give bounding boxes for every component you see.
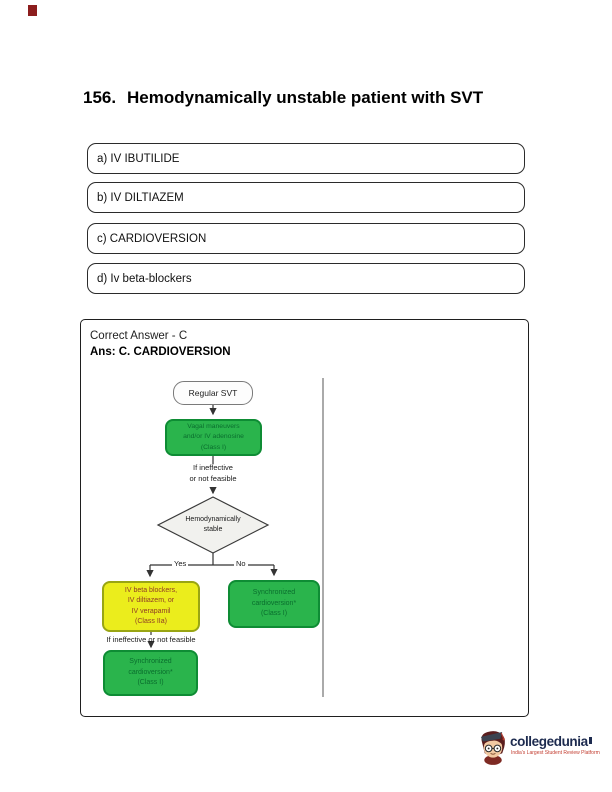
option-d[interactable]: d) Iv beta-blockers — [87, 263, 525, 294]
question-heading: 156. Hemodynamically unstable patient wi… — [83, 86, 507, 109]
node-regular-svt-label: Regular SVT — [188, 388, 238, 398]
node-iv-beta-blockers: IV beta blockers, IV diltiazem, or IV ve… — [102, 581, 200, 632]
node-sync-right-line3: (Class I) — [260, 610, 288, 618]
node-vagal-line3: (Class I) — [200, 443, 227, 451]
label-decision-line1: Hemodynamically — [185, 516, 241, 523]
brand-tagline: India's Largest Student Review Platform — [511, 750, 600, 756]
brand-name: collegedunia — [510, 734, 588, 749]
brand-mark — [589, 737, 592, 744]
node-sync-cardioversion-right: Synchronized cardioversion* (Class I) — [228, 580, 320, 628]
node-sync-cardioversion-left: Synchronized cardioversion* (Class I) — [103, 650, 198, 696]
answer-text: Ans: C. CARDIOVERSION — [90, 346, 231, 358]
label-decision-line2: stable — [203, 526, 223, 534]
question-number: 156. — [83, 88, 117, 107]
label-if-ineffective-1-line1: If ineffective — [193, 463, 233, 472]
corner-mark — [28, 5, 37, 16]
label-no: No — [234, 558, 248, 569]
brand-logo[interactable]: collegedunia India's Largest Student Rev… — [478, 727, 604, 769]
node-yellow-line3: IV verapamil — [131, 607, 171, 615]
label-hemodynamically-stable: Hemodynamically stable — [158, 515, 268, 535]
correct-answer-text: Correct Answer - C — [90, 330, 188, 342]
node-regular-svt: Regular SVT — [173, 381, 253, 405]
label-if-ineffective-2: If ineffective or not feasible — [106, 635, 196, 644]
node-sync-left-line3: (Class I) — [137, 679, 164, 687]
option-c[interactable]: c) CARDIOVERSION — [87, 223, 525, 254]
option-d-label: d) Iv beta-blockers — [97, 272, 192, 285]
mascot-icon — [480, 731, 505, 765]
node-vagal-maneuvers: Vagal maneuvers and/or IV adenosine (Cla… — [165, 419, 262, 456]
node-sync-left-line1: Synchronized — [129, 658, 172, 666]
node-yellow-line4: (Class IIa) — [135, 618, 167, 625]
node-vagal-line2: and/or IV adenosine — [183, 433, 244, 441]
option-c-label: c) CARDIOVERSION — [97, 232, 207, 245]
node-sync-left-line2: cardioversion* — [128, 668, 173, 676]
node-vagal-line1: Vagal maneuvers — [187, 423, 240, 431]
label-if-ineffective-1-line2: or not feasible — [189, 473, 237, 483]
label-if-ineffective-1: If ineffective or not feasible — [173, 463, 253, 485]
option-b[interactable]: b) IV DILTIAZEM — [87, 182, 525, 213]
node-sync-right-line2: cardioversion* — [251, 599, 297, 607]
node-yellow-line2: IV diltiazem, or — [127, 597, 175, 604]
label-yes: Yes — [172, 558, 189, 569]
node-sync-right-line1: Synchronized — [252, 589, 296, 597]
question-title: Hemodynamically unstable patient with SV… — [127, 88, 484, 107]
option-a-label: a) IV IBUTILIDE — [97, 152, 180, 165]
node-yellow-line1: IV beta blockers, — [124, 586, 178, 594]
flowchart-connectors — [146, 378, 324, 697]
option-a[interactable]: a) IV IBUTILIDE — [87, 143, 525, 174]
option-b-label: b) IV DILTIAZEM — [97, 191, 184, 204]
brand-name-row: collegedunia — [510, 734, 592, 749]
